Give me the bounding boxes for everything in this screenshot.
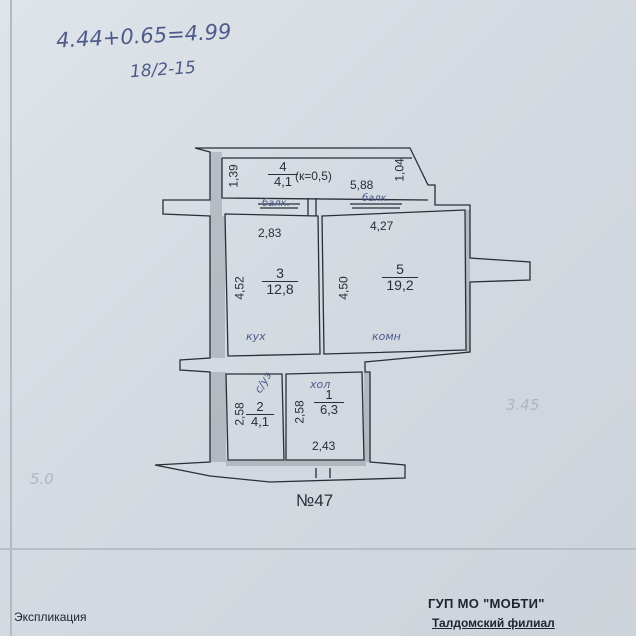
room-3-area: 12,8 [266, 280, 294, 297]
room-4-coefficient: (к=0,5) [295, 169, 332, 183]
room-5-number: 5 [382, 262, 418, 278]
apartment-number: №47 [296, 491, 334, 510]
room-4-area: 4,1 [273, 173, 293, 189]
annotation-kitchen: кух [246, 330, 266, 343]
dimension-1-04: 1,04 [392, 158, 407, 182]
explication-label: Экспликация [14, 610, 87, 624]
outer-wall [154, 147, 531, 483]
dimension-2-83: 2,83 [258, 226, 282, 240]
dimension-4-52: 4,52 [232, 276, 247, 300]
room-3-number: 3 [262, 266, 298, 282]
paper-fold-vertical [10, 0, 12, 636]
room-5-area: 19,2 [386, 276, 414, 293]
dimension-4-27: 4,27 [370, 219, 394, 233]
room-4-label: 4 4,1 [268, 160, 298, 188]
entrance-marks [315, 468, 331, 478]
room-1-area: 6,3 [319, 401, 339, 417]
partition-gap [307, 198, 317, 216]
room-2-number: 2 [246, 400, 274, 415]
room-2-wall [225, 373, 285, 461]
room-5-wall [321, 209, 467, 355]
room-5-label: 5 19,2 [382, 262, 418, 292]
dimension-2-43: 2,43 [312, 439, 336, 453]
dimension-5-88: 5,88 [350, 178, 374, 192]
paper-fold-horizontal [0, 548, 636, 550]
annotation-loggia-right: балк. [362, 193, 390, 204]
room-1-number: 1 [314, 388, 344, 403]
room-2-area: 4,1 [250, 413, 270, 429]
room-1-wall [285, 371, 365, 461]
branch-name: Талдомский филиал [432, 616, 555, 630]
room-4-number: 4 [268, 160, 298, 175]
organization-name: ГУП МО "МОБТИ" [428, 596, 545, 611]
room-3-wall [224, 213, 321, 357]
room-2-label: 2 4,1 [246, 400, 274, 428]
annotation-loggia-left: балк. [262, 198, 290, 209]
room-3-label: 3 12,8 [262, 266, 298, 296]
balcony-door-right [350, 203, 402, 209]
faint-note-right: 3.45 [506, 396, 540, 414]
faint-note-left: 5.0 [30, 470, 54, 488]
loggia-wall [221, 157, 429, 201]
annotation-room: комн [372, 330, 401, 343]
dimension-2-58-right: 2,58 [292, 400, 307, 424]
dimension-4-50: 4,50 [336, 276, 351, 300]
dimension-1-39: 1,39 [226, 164, 241, 188]
annotation-hallway: хол [310, 378, 331, 391]
balcony-door-left [258, 203, 300, 209]
dimension-2-58-left: 2,58 [232, 402, 247, 426]
room-1-label: 1 6,3 [314, 388, 344, 416]
